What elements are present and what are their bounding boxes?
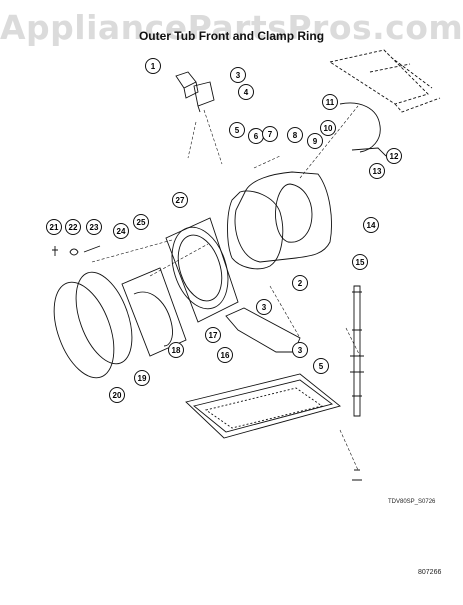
callout-4: 4 [238, 84, 254, 100]
callout-label: 19 [138, 374, 147, 383]
callout-label: 11 [326, 98, 335, 107]
base-frame-inner [204, 387, 324, 429]
mount-bracket-part [193, 81, 215, 113]
callout-label: 20 [113, 391, 122, 400]
callout-label: 1 [151, 62, 156, 71]
callout-label: 7 [268, 130, 273, 139]
callout-label: 25 [137, 218, 146, 227]
callout-3: 3 [256, 299, 272, 315]
callout-15: 15 [352, 254, 368, 270]
callout-10: 10 [320, 120, 336, 136]
washer-22 [69, 248, 79, 256]
callout-3: 3 [230, 67, 246, 83]
callout-3: 3 [292, 342, 308, 358]
callout-5: 5 [229, 122, 245, 138]
callout-9: 9 [307, 133, 323, 149]
callout-7: 7 [262, 126, 278, 142]
callout-13: 13 [369, 163, 385, 179]
callout-label: 5 [235, 126, 240, 135]
callout-1: 1 [145, 58, 161, 74]
callout-2: 2 [292, 275, 308, 291]
callout-25: 25 [133, 214, 149, 230]
callout-21: 21 [46, 219, 62, 235]
shock-absorber [350, 285, 364, 481]
page-code: 807266 [418, 569, 442, 576]
callout-label: 3 [262, 303, 267, 312]
callout-label: 5 [319, 362, 324, 371]
callout-18: 18 [168, 342, 184, 358]
tub-front-panel [165, 217, 239, 323]
clamp-ring-20 [53, 281, 115, 379]
callout-label: 23 [90, 223, 99, 232]
clamp-ring-19 [75, 271, 133, 365]
callout-label: 18 [172, 346, 181, 355]
callout-label: 24 [117, 227, 126, 236]
callout-label: 12 [390, 152, 399, 161]
callout-label: 21 [50, 223, 59, 232]
callout-label: 16 [221, 351, 230, 360]
callout-16: 16 [217, 347, 233, 363]
callout-22: 22 [65, 219, 81, 235]
callout-8: 8 [287, 127, 303, 143]
hinge-bracket-part [175, 71, 199, 99]
callout-label: 3 [236, 71, 241, 80]
diagram-title: Outer Tub Front and Clamp Ring [138, 29, 325, 43]
callout-14: 14 [363, 217, 379, 233]
callout-6: 6 [248, 128, 264, 144]
clamp-arc [133, 291, 173, 347]
tubing-12 [351, 147, 387, 157]
screw-21 [52, 246, 58, 256]
callout-label: 8 [293, 131, 298, 140]
tub-rear-flange [275, 183, 313, 243]
callout-23: 23 [86, 219, 102, 235]
bolt-23 [83, 245, 101, 253]
callout-label: 9 [313, 137, 318, 146]
tub-front-opening [227, 190, 284, 270]
callout-label: 3 [298, 346, 303, 355]
callout-label: 13 [373, 167, 382, 176]
callout-label: 6 [254, 132, 259, 141]
drawing-code: TDV80SP_S0726 [388, 499, 436, 505]
callout-label: 2 [298, 279, 303, 288]
base-frame [185, 373, 341, 439]
callout-12: 12 [386, 148, 402, 164]
callout-27: 27 [172, 192, 188, 208]
callout-19: 19 [134, 370, 150, 386]
door-gasket-ring-inner [177, 234, 223, 302]
callout-24: 24 [113, 223, 129, 239]
callout-label: 10 [324, 124, 333, 133]
cabinet-frame [328, 49, 441, 113]
outer-tub [234, 171, 332, 263]
callout-label: 27 [176, 196, 185, 205]
callout-20: 20 [109, 387, 125, 403]
callout-label: 17 [209, 331, 218, 340]
clamp-box [121, 267, 187, 357]
hose-11 [339, 102, 381, 153]
callout-5: 5 [313, 358, 329, 374]
callout-label: 22 [69, 223, 78, 232]
callout-11: 11 [322, 94, 338, 110]
callout-label: 15 [356, 258, 365, 267]
callout-17: 17 [205, 327, 221, 343]
callout-label: 14 [367, 221, 376, 230]
callout-label: 4 [244, 88, 249, 97]
